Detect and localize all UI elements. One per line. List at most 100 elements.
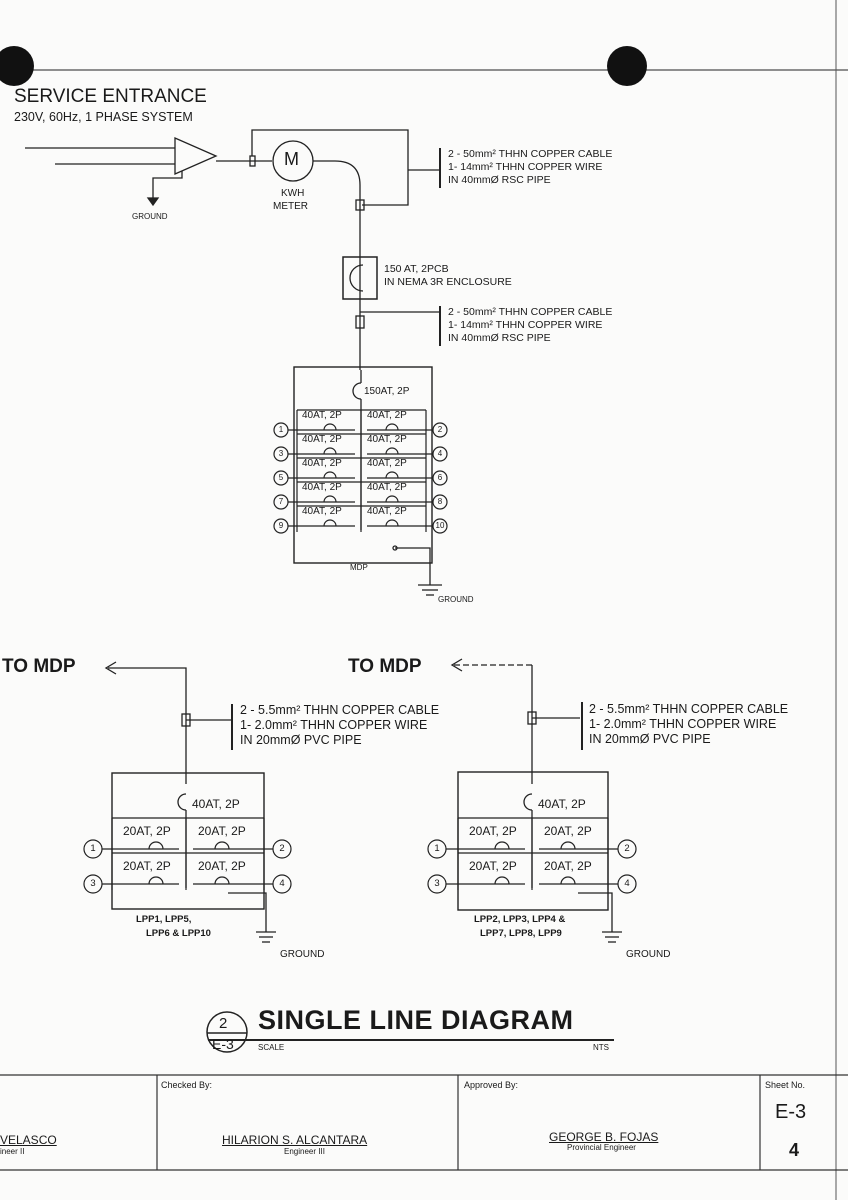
panel1-breaker-arc-right	[214, 841, 230, 850]
mdp-breaker-label-right: 40AT, 2P	[367, 506, 407, 517]
mdp-breaker-label-left: 40AT, 2P	[302, 506, 342, 517]
panel1-to-mdp-label: TO MDP	[2, 656, 76, 677]
service-ground-arrow	[146, 197, 160, 207]
feeder-top-note: 2 - 50mm² THHN COPPER CABLE 1- 14mm² THH…	[448, 148, 612, 187]
panel2-breaker-arc-right	[560, 876, 576, 885]
panel2-breaker-arc-left	[494, 841, 510, 850]
mdp-breaker-arc-right	[385, 495, 399, 503]
panel1-outline	[111, 772, 265, 910]
mdp-circuit-circle-left	[273, 518, 289, 534]
prepared-by-name: VELASCO	[0, 1133, 57, 1147]
panel2-main-breaker-label: 40AT, 2P	[538, 797, 586, 811]
panel1-breaker-arc-right	[214, 876, 230, 885]
mdp-ground-point	[392, 545, 398, 551]
meter-label-kwh: KWH	[281, 188, 305, 199]
panel1-feeder-line	[108, 667, 187, 784]
feeder-mid-line1: 2 - 50mm² THHN COPPER CABLE	[448, 306, 613, 318]
mdp-breaker-arc-right	[385, 471, 399, 479]
meter-symbol-letter: M	[284, 149, 299, 169]
panel2-feeder-line2: 1- 2.0mm² THHN COPPER WIRE	[589, 717, 777, 731]
mdp-circuit-number-right: 4	[437, 449, 443, 458]
mdp-breaker-rows	[273, 409, 448, 534]
main-breaker-enclosure	[342, 256, 378, 300]
sheet-code: E-3	[775, 1101, 807, 1123]
meter-label-meter: METER	[273, 201, 308, 212]
mdp-breaker-label-right: 40AT, 2P	[367, 410, 407, 421]
panel2-circuit-number-left: 3	[434, 878, 440, 889]
panel2-circuit-circle-left	[427, 874, 447, 894]
panel2-main-breaker-arc	[523, 793, 533, 811]
mdp-label: MDP	[350, 563, 368, 572]
panel1-circuit-number-left: 1	[90, 843, 96, 854]
panel2-breaker-label-right: 20AT, 2P	[544, 859, 592, 873]
title-callout-sheet: E-3	[212, 1036, 234, 1052]
mdp-circuit-number-left: 3	[278, 449, 284, 458]
conduit-marker-3	[355, 315, 365, 329]
panel2-label-line2: LPP7, LPP8, LPP9	[480, 928, 562, 939]
mdp-breaker-arc-right	[385, 519, 399, 527]
panel2-circuit-circle-right	[617, 839, 637, 859]
panel2-ground-wire	[578, 892, 613, 932]
mdp-ground-wire	[395, 547, 431, 585]
mdp-circuit-circle-right	[432, 518, 448, 534]
mdp-circuit-circle-right	[432, 446, 448, 462]
panel2-circuit-circle-left	[427, 839, 447, 859]
checked-by-role: Engineer III	[284, 1147, 325, 1156]
feeder-mid-line2: 1- 14mm² THHN COPPER WIRE	[448, 319, 603, 331]
mdp-circuit-number-left: 5	[278, 473, 284, 482]
service-ground-wire	[152, 171, 183, 198]
punch-hole-left	[0, 46, 34, 86]
mdp-breaker-label-left: 40AT, 2P	[302, 458, 342, 469]
panel1-breaker-label-left: 20AT, 2P	[123, 859, 171, 873]
panel2-label-line1: LPP2, LPP3, LPP4 &	[474, 914, 566, 925]
panel2-circuit-circle-right	[617, 874, 637, 894]
title-callout-circle	[206, 1011, 248, 1053]
main-breaker-arc	[349, 264, 364, 292]
panel1-feeder-line1: 2 - 5.5mm² THHN COPPER CABLE	[240, 703, 440, 717]
main-breaker-note: 150 AT, 2PCB IN NEMA 3R ENCLOSURE	[384, 263, 512, 289]
checked-by-name: HILARION S. ALCANTARA	[222, 1133, 368, 1147]
mdp-circuit-number-left: 7	[278, 497, 284, 506]
panel1-ground-label: GROUND	[280, 949, 325, 960]
mdp-breaker-arc-right	[385, 447, 399, 455]
panel1-breaker-label-right: 20AT, 2P	[198, 824, 246, 838]
panel2-to-mdp-label: TO MDP	[348, 656, 422, 677]
mdp-circuit-circle-left	[273, 446, 289, 462]
panel2-arrow-head	[450, 658, 463, 672]
panel1-breaker-label-right: 20AT, 2P	[198, 859, 246, 873]
main-breaker-line1: 150 AT, 2PCB	[384, 263, 449, 275]
mdp-circuit-number-right: 2	[437, 425, 443, 434]
panel1-label-line2: LPP6 & LPP10	[146, 928, 211, 939]
panel1-feeder-line2: 1- 2.0mm² THHN COPPER WIRE	[240, 718, 428, 732]
feeder-top-line3: IN 40mmØ RSC PIPE	[448, 174, 551, 186]
panel2-circuit-number-right: 4	[624, 878, 630, 889]
checked-by-label: Checked By:	[161, 1080, 213, 1090]
service-entrance-title: SERVICE ENTRANCE	[14, 86, 207, 107]
panel2-breaker-arc-left	[494, 876, 510, 885]
panel1-ground-wire	[228, 892, 267, 932]
panel2-breaker-label-right: 20AT, 2P	[544, 824, 592, 838]
prepared-by-role: ineer II	[0, 1147, 25, 1156]
mdp-circuit-number-right: 10	[435, 521, 445, 530]
mdp-circuit-circle-right	[432, 494, 448, 510]
panel1-feeder-line3: IN 20mmØ PVC PIPE	[240, 733, 362, 747]
panel1-main-breaker-arc	[177, 793, 187, 811]
mdp-main-breaker-arc	[352, 382, 362, 400]
panel1-label-line1: LPP1, LPP5,	[136, 914, 192, 925]
scale-label: SCALE	[258, 1043, 285, 1052]
feeder-top-line1: 2 - 50mm² THHN COPPER CABLE	[448, 148, 613, 160]
mdp-breaker-arc-left	[323, 519, 337, 527]
mdp-breaker-label-left: 40AT, 2P	[302, 434, 342, 445]
panel2-circuit-number-left: 1	[434, 843, 440, 854]
mdp-breaker-arc-left	[323, 495, 337, 503]
panel2-feeder-line1: 2 - 5.5mm² THHN COPPER CABLE	[589, 702, 789, 716]
mdp-circuit-number-right: 6	[437, 473, 443, 482]
panel2-outline	[457, 771, 609, 911]
service-ground-label: GROUND	[132, 212, 168, 221]
mdp-panel-outline	[293, 366, 433, 564]
sheet-no-label: Sheet No.	[765, 1080, 806, 1090]
panel1-breaker-rows	[83, 817, 292, 894]
panel2-circuit-number-right: 2	[624, 843, 630, 854]
